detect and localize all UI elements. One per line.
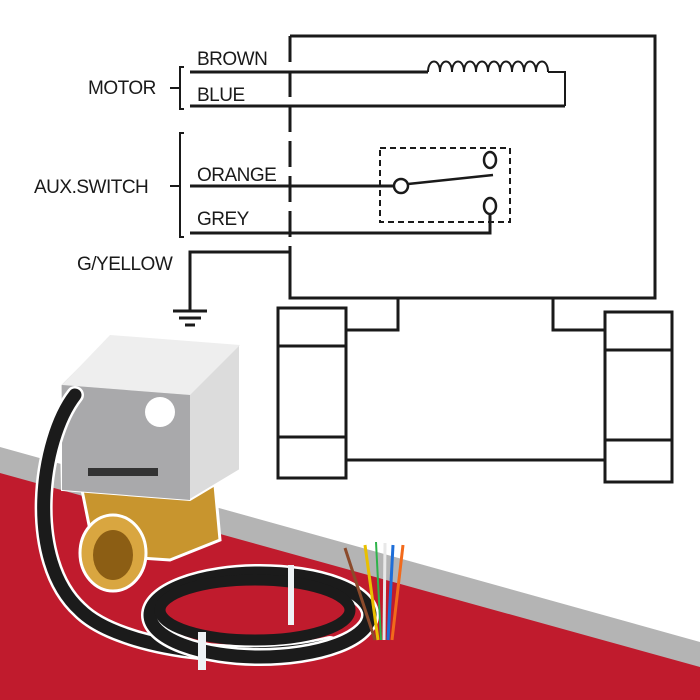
switch-box: [379, 147, 511, 223]
label-motor: MOTOR: [88, 78, 156, 99]
motor-bracket: [170, 66, 184, 110]
coil-icon: [427, 60, 566, 106]
label-blue: BLUE: [197, 85, 245, 106]
label-orange: ORANGE: [197, 165, 276, 186]
label-brown: BROWN: [197, 49, 267, 70]
label-aux-switch: AUX.SWITCH: [34, 177, 148, 198]
actuator-box: [288, 34, 657, 300]
earth-wire: [188, 250, 290, 310]
label-earth: G/YELLOW: [77, 254, 173, 275]
switch-terminal-top: [482, 150, 498, 170]
label-grey: GREY: [197, 209, 250, 230]
valve-photo: [34, 333, 405, 670]
switch-lever: [407, 173, 494, 186]
switch-terminal-bottom: [482, 196, 498, 216]
ground-icon: [173, 309, 207, 327]
valve-body: [276, 298, 674, 484]
aux-bracket: [170, 132, 184, 238]
switch-common-terminal: [392, 177, 410, 195]
grey-wire: [190, 214, 492, 235]
